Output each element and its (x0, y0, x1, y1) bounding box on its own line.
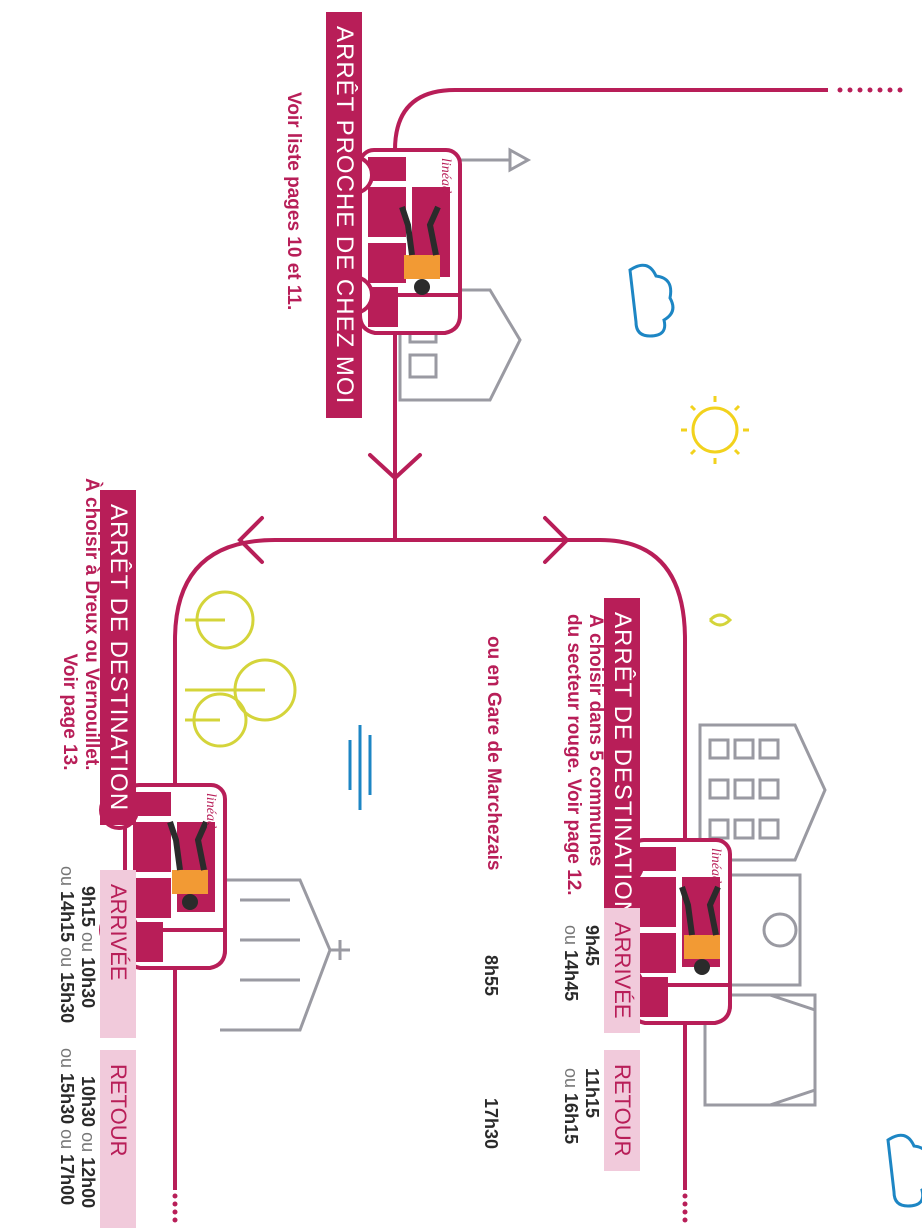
destination-dreux-subtitle: À choisir à Dreux ou Vernouillet. Voir p… (58, 478, 102, 770)
ou-label: ou (78, 932, 98, 953)
ou-label: ou (57, 1048, 77, 1069)
dreux-retour-times: 10h30 ou 12h00 ou 15h30 ou 17h00 (56, 1048, 98, 1208)
ou-label: ou (561, 925, 581, 946)
origin-subtitle: Voir liste pages 10 et 11. (283, 92, 304, 311)
ou-label: ou (78, 1132, 98, 1153)
ou-label: ou (561, 1068, 581, 1089)
destination-red-subtitle-line1: À choisir dans 5 communes (585, 614, 606, 867)
red-retour-header: RETOUR (604, 1050, 640, 1171)
cloud-icon (886, 1133, 922, 1208)
dreux-arrivee-4: 15h30 (57, 972, 77, 1024)
wind-lines (348, 725, 372, 810)
dreux-arrivee-3: 14h15 (57, 891, 77, 943)
red-retour-2: 16h15 (561, 1093, 581, 1145)
ou-label: ou (57, 866, 77, 887)
arrow-icon (237, 453, 570, 564)
dreux-arrivee-2: 10h30 (78, 957, 98, 1009)
destination-dreux-subtitle-line1: À choisir à Dreux ou Vernouillet. (81, 478, 102, 771)
red-retour-1: 11h15 (582, 1068, 602, 1119)
red-arrivee-times: 9h45 ou 14h45 (560, 925, 602, 1001)
dreux-arrivee-header: ARRIVÉE (100, 870, 136, 1038)
church-icon (220, 878, 350, 1032)
origin-title: ARRÊT PROCHE DE CHEZ MOI (326, 12, 362, 419)
dreux-retour-1: 10h30 (78, 1076, 98, 1128)
gare-label: ou en Gare de Marchezais (483, 636, 504, 871)
sun-icon (681, 396, 749, 464)
brand-logo: linéad (708, 848, 723, 884)
route-dots (172, 87, 903, 1223)
gare-retour-time: 17h30 (481, 1098, 501, 1150)
ou-label: ou (57, 947, 77, 968)
dreux-arrivee-times: 9h15 ou 10h30 ou 14h15 ou 15h30 (56, 866, 98, 1023)
dreux-retour-3: 15h30 (57, 1073, 77, 1125)
dreux-arrivee-1: 9h15 (78, 886, 98, 928)
red-arrivee-2: 14h45 (561, 950, 581, 1002)
tree-icon (185, 590, 733, 748)
destination-dreux-title: ARRÊT DE DESTINATION (100, 490, 136, 826)
gare-arrivee-time: 8h55 (481, 955, 501, 997)
destination-red-title: ARRÊT DE DESTINATION (604, 598, 640, 934)
dreux-retour-header: RETOUR (100, 1050, 136, 1228)
cloud-icon (628, 263, 675, 338)
dreux-retour-4: 17h00 (57, 1154, 77, 1206)
red-arrivee-header: ARRIVÉE (604, 908, 640, 1033)
destination-dreux-subtitle-line2: Voir page 13. (59, 653, 80, 771)
dreux-retour-2: 12h00 (78, 1157, 98, 1209)
streetlamp-icon (455, 147, 532, 173)
destination-red-subtitle-line2: du secteur rouge. Voir page 12. (563, 614, 584, 896)
brand-logo: linéad (203, 793, 218, 829)
red-retour-times: 11h15 ou 16h15 (560, 1068, 602, 1144)
destination-red-subtitle: À choisir dans 5 communes du secteur rou… (562, 614, 606, 896)
ou-label: ou (57, 1129, 77, 1150)
brand-logo: linéad (438, 158, 453, 194)
red-arrivee-1: 9h45 (582, 925, 602, 967)
